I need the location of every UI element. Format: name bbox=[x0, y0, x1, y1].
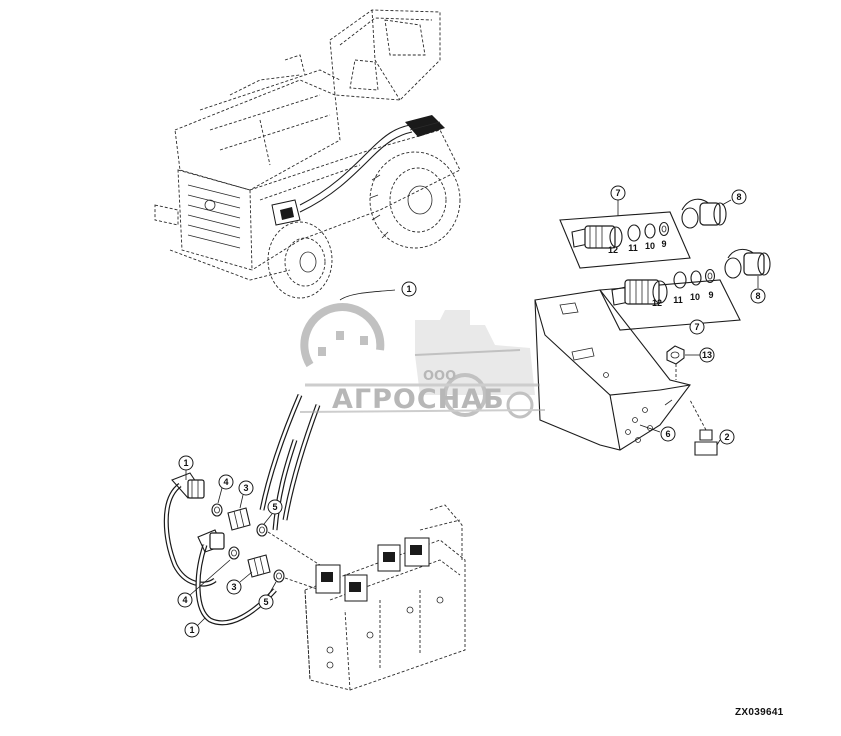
callout-3-upper: 3 bbox=[238, 480, 254, 509]
callout-8-lower: 8 bbox=[750, 276, 766, 304]
callout-1-lower-hose: 1 bbox=[184, 617, 206, 638]
callout-label: 5 bbox=[272, 502, 277, 512]
callout-label: 3 bbox=[231, 582, 236, 592]
callout-7-lower: 7 bbox=[689, 319, 705, 335]
callout-1-tractor: 1 bbox=[401, 281, 417, 297]
callout-7-upper: 7 bbox=[610, 185, 626, 216]
callout-label: 7 bbox=[694, 322, 699, 332]
callout-9-lower: 9 bbox=[708, 290, 713, 300]
drawing-reference-number: ZX039641 bbox=[735, 707, 784, 718]
callout-12-upper: 12 bbox=[608, 245, 618, 255]
callout-11-upper: 11 bbox=[628, 243, 638, 253]
callout-11-lower: 11 bbox=[673, 295, 683, 305]
callout-6: 6 bbox=[639, 424, 676, 442]
mounting-bracket bbox=[534, 289, 718, 456]
callout-label: 1 bbox=[189, 625, 194, 635]
callout-label: 6 bbox=[665, 429, 670, 439]
callout-5-upper: 5 bbox=[263, 499, 283, 525]
callout-label: 7 bbox=[615, 188, 620, 198]
callout-3-lower: 3 bbox=[226, 571, 253, 595]
callout-4-lower: 4 bbox=[177, 559, 231, 608]
callout-2: 2 bbox=[716, 429, 735, 446]
callout-10-upper: 10 bbox=[645, 241, 655, 251]
callout-9-upper: 9 bbox=[661, 239, 666, 249]
callout-label: 1 bbox=[183, 458, 188, 468]
callout-label: 8 bbox=[755, 291, 760, 301]
callout-4-upper: 4 bbox=[217, 474, 234, 504]
callout-label: 1 bbox=[406, 284, 411, 294]
callout-8-upper: 8 bbox=[721, 189, 747, 206]
callout-label: 3 bbox=[243, 483, 248, 493]
callout-label: 4 bbox=[223, 477, 228, 487]
callouts: 1 1 1 2 3 3 bbox=[177, 185, 766, 638]
valve-block bbox=[304, 504, 466, 691]
callout-label: 2 bbox=[724, 432, 729, 442]
hydraulic-hoses bbox=[163, 394, 321, 626]
callout-label: 5 bbox=[263, 597, 268, 607]
callout-12-lower: 12 bbox=[652, 298, 662, 308]
callout-label: 8 bbox=[736, 192, 741, 202]
callout-label: 13 bbox=[702, 350, 712, 360]
watermark-form: ООО bbox=[423, 369, 456, 384]
callout-13: 13 bbox=[685, 347, 715, 363]
tractor-illustration bbox=[154, 9, 461, 301]
callout-label: 4 bbox=[182, 595, 187, 605]
callout-1-upper-hose: 1 bbox=[178, 455, 194, 480]
watermark-logo: ООО АГРОСНАБ bbox=[299, 303, 546, 419]
coupler-group-upper bbox=[559, 198, 727, 269]
callout-10-lower: 10 bbox=[690, 292, 700, 302]
watermark-name: АГРОСНАБ bbox=[332, 384, 505, 415]
coupler-group-lower bbox=[599, 248, 771, 331]
callout-5-lower: 5 bbox=[258, 581, 277, 610]
